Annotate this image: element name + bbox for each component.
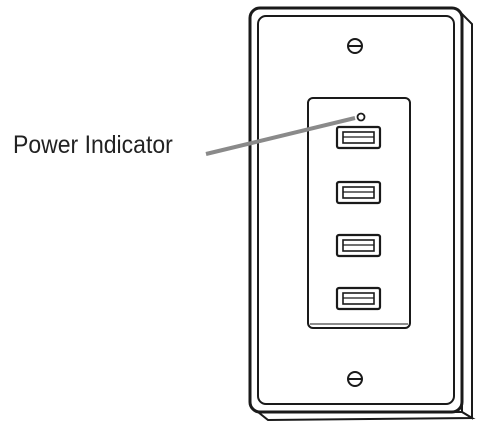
usb-module-panel	[307, 97, 411, 329]
usb-port-icon	[335, 180, 382, 205]
wall-plate-inner-bevel	[257, 15, 455, 405]
screw-icon	[347, 38, 363, 54]
led-indicator-icon	[356, 112, 366, 122]
power-indicator-label: Power Indicator	[13, 131, 173, 159]
screw-icon	[347, 371, 363, 387]
callout-leader-line	[205, 116, 356, 156]
usb-port-icon	[335, 125, 382, 150]
usb-port-icon	[335, 233, 382, 258]
usb-port-icon	[335, 286, 382, 311]
